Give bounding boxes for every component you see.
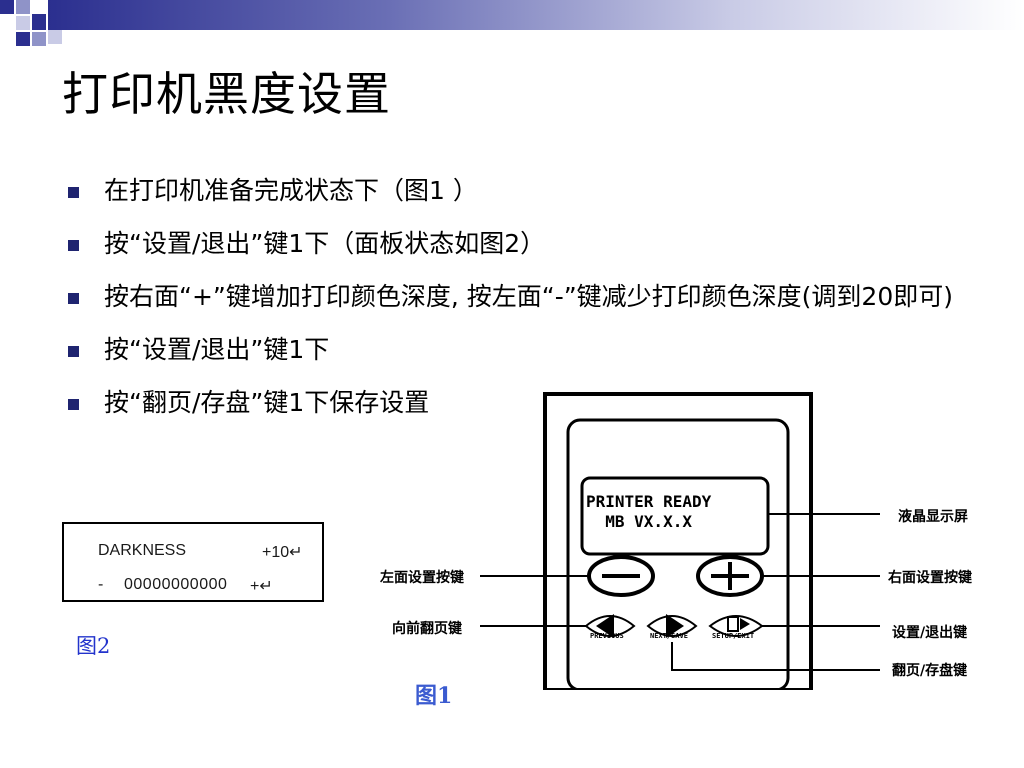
corner-square xyxy=(48,30,62,44)
prev-key-callout: 向前翻页键 xyxy=(392,621,462,637)
right-key-callout: 右面设置按键 xyxy=(888,570,972,586)
slide-title: 打印机黑度设置 xyxy=(62,67,391,121)
setup-key-callout: 设置/退出键 xyxy=(892,625,968,641)
plus-symbol: +↵ xyxy=(250,578,273,595)
left-key-callout: 左面设置按键 xyxy=(380,570,464,586)
lcd-screen xyxy=(580,476,770,556)
bullet-square-icon xyxy=(68,399,79,410)
darkness-panel-figure: DARKNESS +10↵ - 00000000000 +↵ xyxy=(62,522,324,602)
bullet-square-icon xyxy=(68,293,79,304)
lcd-callout: 液晶显示屏 xyxy=(898,509,968,525)
lcd-line1: PRINTER READY xyxy=(586,492,712,511)
leader-save-key xyxy=(671,642,880,671)
darkness-label: DARKNESS xyxy=(98,542,187,559)
plus-key-icon xyxy=(696,555,764,597)
corner-square xyxy=(16,16,30,30)
darkness-value: +10↵ xyxy=(262,544,303,561)
bullet-item: 按“翻页/存盘”键1下保存设置 xyxy=(64,384,964,422)
bullet-item: 按“设置/退出”键1下（面板状态如图2） xyxy=(64,225,964,263)
corner-square xyxy=(32,14,46,30)
corner-square xyxy=(32,32,46,46)
bullet-square-icon xyxy=(68,240,79,251)
corner-square xyxy=(0,0,14,14)
setup-exit-key-label: SETUP/EXIT xyxy=(712,632,755,640)
minus-symbol: - xyxy=(98,576,104,593)
figure2-caption: 图2 xyxy=(76,634,111,658)
previous-key-label: PREVIOUS xyxy=(590,632,624,640)
panel-housing xyxy=(543,392,813,690)
bullet-list: 在打印机准备完成状态下（图1 ） 按“设置/退出”键1下（面板状态如图2） 按右… xyxy=(64,172,964,437)
figure1-caption: 图1 xyxy=(415,683,453,709)
bullet-item: 按“设置/退出”键1下 xyxy=(64,331,964,369)
panel-inner-frame xyxy=(566,418,790,690)
save-key-callout: 翻页/存盘键 xyxy=(892,663,968,679)
next-save-key-icon xyxy=(646,614,698,638)
bullet-item: 按右面“+”键增加打印颜色深度, 按左面“-”键减少打印颜色深度(调到20即可) xyxy=(64,278,964,316)
bullet-square-icon xyxy=(68,187,79,198)
printer-panel-diagram xyxy=(480,392,880,690)
next-save-key-label: NEXT/SAVE xyxy=(650,632,688,640)
header-gradient-bar xyxy=(48,0,1024,30)
lcd-line2: MB VX.X.X xyxy=(605,512,692,531)
corner-square xyxy=(16,32,30,46)
minus-key-icon xyxy=(587,555,655,597)
corner-square xyxy=(16,0,30,14)
bullet-square-icon xyxy=(68,346,79,357)
lcd-text: PRINTER READY MB VX.X.X xyxy=(586,492,711,532)
darkness-scale: 00000000000 xyxy=(124,576,228,593)
previous-key-icon xyxy=(584,614,636,638)
bullet-item: 在打印机准备完成状态下（图1 ） xyxy=(64,172,964,210)
